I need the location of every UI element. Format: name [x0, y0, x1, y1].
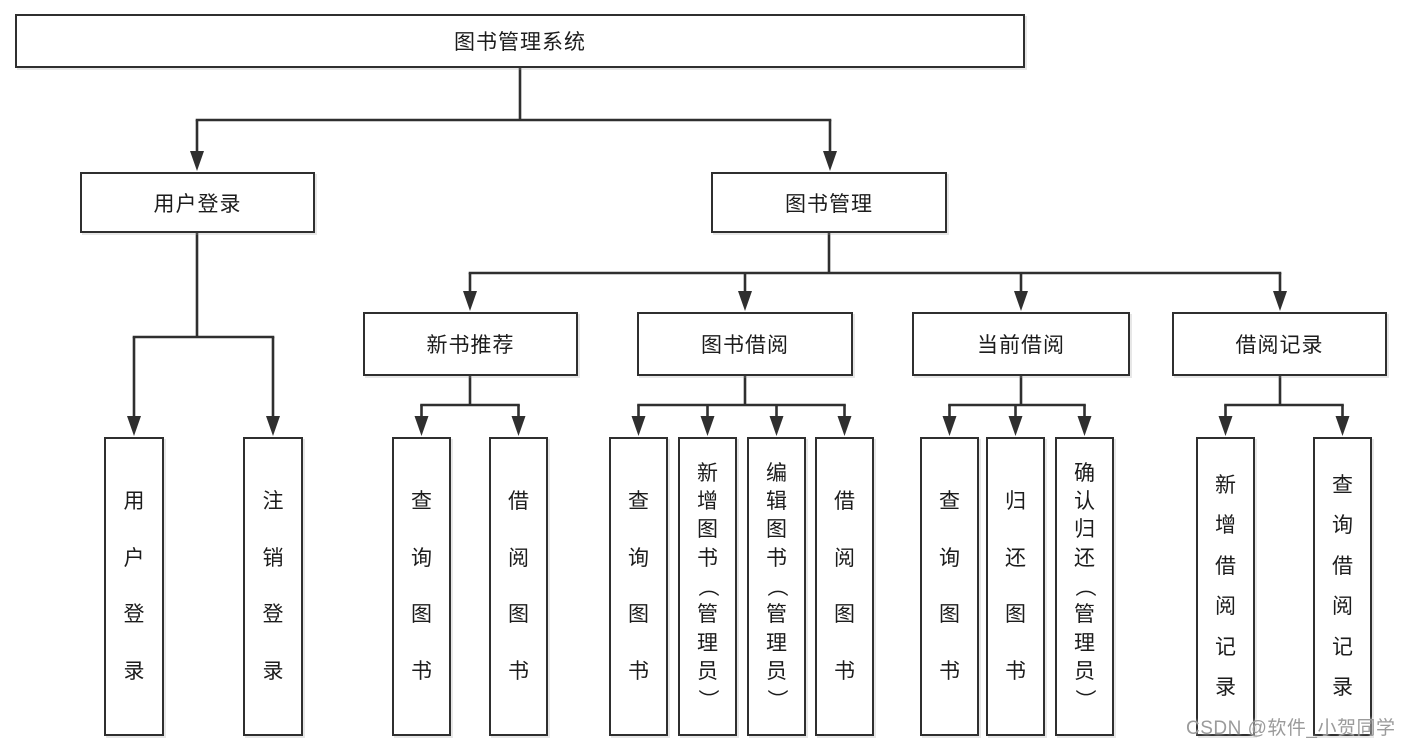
- leaf-query-books-borrow: 查询图书: [609, 437, 668, 736]
- node-borrow-records-label: 借阅记录: [1235, 334, 1324, 357]
- leaf-query-borrow-record-label: 查询借阅记录: [1332, 473, 1353, 700]
- leaf-user-login-label: 用户登录: [123, 490, 145, 683]
- leaf-query-books-current: 查询图书: [920, 437, 979, 736]
- leaf-confirm-return-admin: 确认归还（管理员）: [1055, 437, 1114, 736]
- node-book-borrow-label: 图书借阅: [701, 334, 789, 357]
- connector-root-to-level2: [190, 68, 837, 171]
- node-book-borrow: 图书借阅: [637, 312, 853, 376]
- leaf-add-borrow-record: 新增借阅记录: [1196, 437, 1255, 736]
- node-book-management-label: 图书管理: [785, 192, 873, 216]
- leaf-edit-books-admin-label: 编辑图书（管理员）: [765, 461, 788, 711]
- connector-new-book-recommend-to-leaves: [414, 376, 526, 436]
- leaf-borrow-books-recommend: 借阅图书: [489, 437, 548, 736]
- node-current-borrow: 当前借阅: [912, 312, 1130, 376]
- leaf-borrow-books: 借阅图书: [815, 437, 874, 736]
- node-user-login: 用户登录: [80, 172, 315, 233]
- leaf-confirm-return-admin-label: 确认归还（管理员）: [1073, 461, 1096, 711]
- leaf-logout-label: 注销登录: [262, 490, 284, 683]
- watermark: CSDN @软件_小贺同学: [1186, 718, 1396, 739]
- leaf-logout: 注销登录: [243, 437, 303, 736]
- leaf-query-books-borrow-label: 查询图书: [628, 490, 649, 683]
- node-borrow-records: 借阅记录: [1172, 312, 1387, 376]
- node-new-book-recommend-label: 新书推荐: [426, 334, 515, 357]
- connector-book-management-to-level3: [463, 233, 1287, 311]
- leaf-add-borrow-record-label: 新增借阅记录: [1215, 473, 1236, 700]
- connector-borrow-records-to-leaves: [1218, 376, 1350, 436]
- node-current-borrow-label: 当前借阅: [977, 334, 1065, 357]
- leaf-return-books: 归还图书: [986, 437, 1045, 736]
- node-user-login-label: 用户登录: [153, 192, 242, 216]
- leaf-edit-books-admin: 编辑图书（管理员）: [747, 437, 806, 736]
- connector-current-borrow-to-leaves: [942, 376, 1092, 436]
- leaf-borrow-books-label: 借阅图书: [834, 490, 855, 683]
- node-new-book-recommend: 新书推荐: [363, 312, 578, 376]
- node-root-label: 图书管理系统: [454, 31, 586, 54]
- leaf-user-login: 用户登录: [104, 437, 164, 736]
- node-book-management: 图书管理: [711, 172, 947, 233]
- leaf-add-books-admin-label: 新增图书（管理员）: [696, 461, 719, 711]
- connector-user-login-to-leaves: [127, 233, 280, 436]
- leaf-add-books-admin: 新增图书（管理员）: [678, 437, 737, 736]
- leaf-query-books-recommend-label: 查询图书: [411, 490, 432, 683]
- leaf-query-borrow-record: 查询借阅记录: [1313, 437, 1372, 736]
- leaf-borrow-books-recommend-label: 借阅图书: [508, 490, 529, 683]
- connector-book-borrow-to-leaves: [631, 376, 852, 436]
- leaf-query-books-current-label: 查询图书: [939, 490, 960, 683]
- node-root: 图书管理系统: [15, 14, 1025, 68]
- leaf-return-books-label: 归还图书: [1005, 490, 1026, 683]
- leaf-query-books-recommend: 查询图书: [392, 437, 451, 736]
